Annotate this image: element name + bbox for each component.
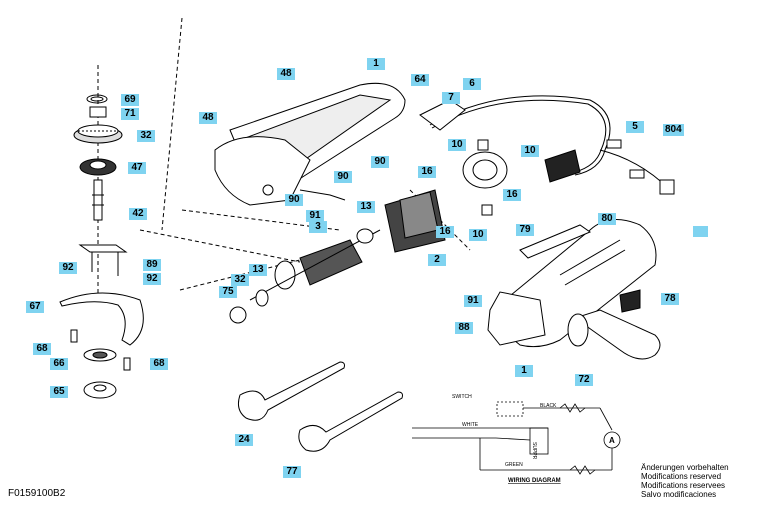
part-label: 90 [334,171,352,183]
part-label: 71 [121,108,139,120]
part-label: 16 [418,166,436,178]
part-label: 92 [143,273,161,285]
part-label: 32 [231,274,249,286]
part-label: 91 [464,295,482,307]
power-cord [419,95,675,195]
part-label: 32 [137,130,155,142]
part-label: 88 [455,322,473,334]
part-label: 69 [121,94,139,106]
spanner-wrenches [238,361,403,452]
stator [384,189,446,253]
part-label: 13 [357,201,375,213]
note-line: Modifications reserved [641,472,722,481]
part-label: 7 [442,92,460,104]
part-label: 90 [371,156,389,168]
note-line: Salvo modificaciones [641,490,717,499]
part-label: 16 [503,189,521,201]
wiring-black-label: BLACK [540,403,557,409]
part-label: 68 [33,343,51,355]
wiring-diagram-title: WIRING DIAGRAM [508,478,561,484]
part-label: 68 [150,358,168,370]
brush-holder [462,139,508,216]
part-label: 13 [249,264,267,276]
part-label: 1 [515,365,533,377]
wiring-suppr-label: SUPPR [531,442,537,460]
part-label: 1 [367,58,385,70]
note-line: Änderungen vorbehalten [641,463,729,472]
note-line: Modifications reservees [641,481,726,490]
wiring-green-label: GREEN [505,462,523,468]
part-label: 10 [521,145,539,157]
part-label: 65 [50,386,68,398]
part-label: 47 [128,162,146,174]
part-label: 75 [219,286,237,298]
part-label: 6 [463,78,481,90]
wiring-diagram [412,401,621,475]
part-label: 72 [575,374,593,386]
part-label: 64 [411,74,429,86]
part-label: 16 [436,226,454,238]
part-label: 79 [516,224,534,236]
part-label: 42 [129,208,147,220]
drawing-code: F0159100B2 [8,488,66,499]
part-label: 48 [277,68,295,80]
part-label: 67 [26,301,44,313]
part-label: 80 [598,213,616,225]
blank-label [693,226,708,237]
part-label: 10 [448,139,466,151]
wiring-motor-label: A [609,436,615,445]
part-label: 90 [285,194,303,206]
part-label: 804 [663,124,684,136]
part-label: 92 [59,262,77,274]
motor-housing [487,219,661,360]
part-label: 89 [143,259,161,271]
part-label: 5 [626,121,644,133]
wiring-switch-label: SWITCH [452,394,472,400]
part-label: 10 [469,229,487,241]
part-label: 2 [428,254,446,266]
part-label: 48 [199,112,217,124]
part-label: 24 [235,434,253,446]
modification-notes: Änderungen vorbehalten Modifications res… [641,463,729,499]
part-label: 66 [50,358,68,370]
part-label: 91 [306,210,324,222]
spindle-stack [59,94,144,399]
part-label: 78 [661,293,679,305]
gear-housing [214,82,406,206]
part-label: 3 [309,221,327,233]
armature [229,228,381,324]
wiring-white-label: WHITE [462,422,479,428]
part-label: 77 [283,466,301,478]
